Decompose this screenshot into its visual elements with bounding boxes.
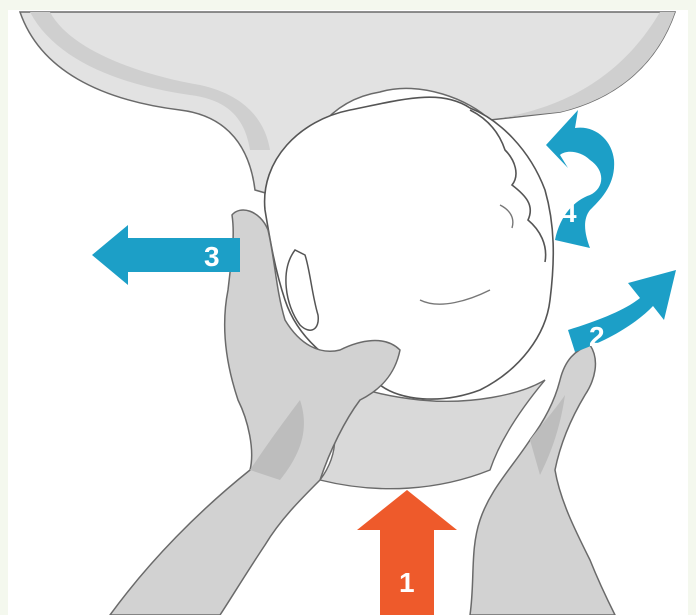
arrow-1-label: 1 (399, 567, 415, 598)
arrow-4-label: 4 (561, 197, 577, 228)
arrow-2-label: 2 (589, 321, 605, 352)
arrow-3-label: 3 (204, 241, 220, 272)
